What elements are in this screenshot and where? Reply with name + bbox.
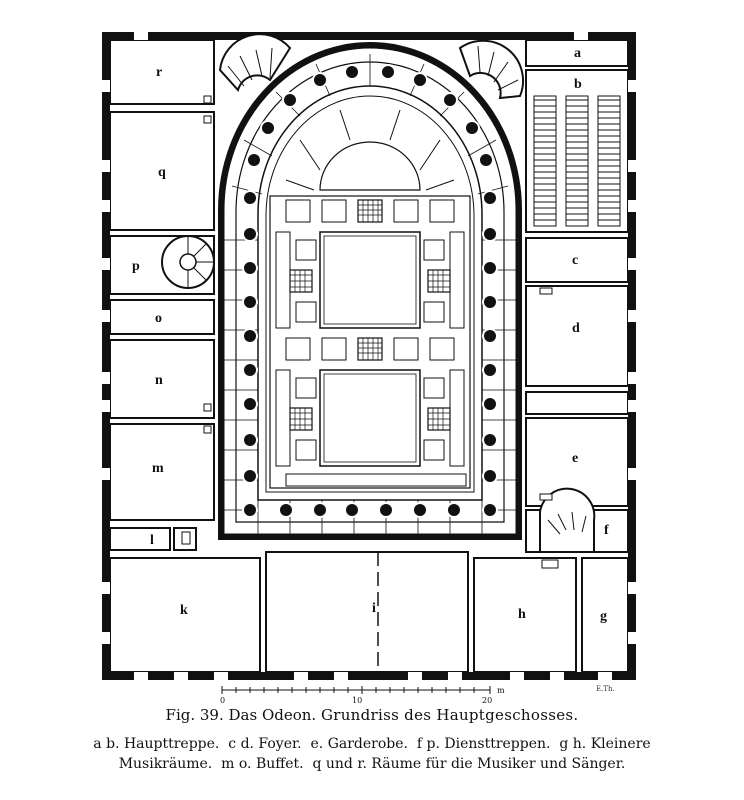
legend-line-2: Musikräume. m o. Buffet. q und r. Räume …	[118, 756, 626, 772]
scale-unit: m	[497, 686, 505, 695]
room-i	[265, 551, 469, 673]
figure-legend: a b. Haupttreppe. c d. Foyer. e. Gardero…	[0, 734, 744, 774]
room-n	[109, 339, 215, 419]
label-d: d	[572, 321, 580, 336]
room-h	[473, 557, 577, 673]
room-r	[109, 39, 215, 105]
room-g	[581, 557, 629, 673]
figure-title: Das Odeon.	[228, 706, 317, 724]
column-ring	[242, 64, 498, 518]
engraver-signature: E.Th.	[596, 685, 615, 693]
figure-subtitle: Grundriss des Hauptgeschosses.	[320, 706, 579, 724]
scale-tick-0: 0	[220, 696, 225, 705]
label-k: k	[180, 603, 188, 618]
legend-line-1: a b. Haupttreppe. c d. Foyer. e. Gardero…	[93, 736, 651, 752]
scale-tick-10: 10	[352, 696, 362, 705]
label-q: q	[158, 165, 166, 180]
room-d	[525, 285, 629, 387]
label-o: o	[155, 311, 162, 326]
label-h: h	[518, 607, 526, 622]
room-k	[109, 557, 261, 673]
scale-tick-20: 20	[482, 696, 492, 705]
right-rooms	[525, 39, 629, 553]
corner-stair-left	[218, 33, 292, 93]
room-a	[525, 39, 629, 67]
label-f: f	[604, 523, 609, 538]
floor-plan: a b c d e f g h i k l m n o p q r 0 10 2…	[102, 32, 636, 705]
room-l	[109, 527, 171, 551]
room-m	[109, 423, 215, 521]
label-g: g	[600, 609, 607, 624]
label-e: e	[572, 451, 578, 466]
figure-number: Fig. 39.	[165, 706, 224, 724]
room-c	[525, 237, 629, 283]
label-n: n	[155, 373, 163, 388]
room-b	[525, 69, 629, 233]
label-p: p	[132, 259, 140, 274]
hall-floor-upper	[319, 231, 421, 329]
label-c: c	[572, 253, 578, 268]
scale-bar	[221, 686, 491, 694]
room-o	[109, 299, 215, 335]
label-b: b	[574, 77, 582, 92]
label-a: a	[574, 46, 581, 61]
label-l: l	[150, 533, 154, 548]
main-stair	[533, 95, 621, 227]
corner-stair-right	[458, 39, 525, 100]
label-i: i	[372, 601, 376, 616]
room-d-corridor	[525, 391, 629, 415]
hall-floor-lower	[319, 369, 421, 467]
figure-caption: Fig. 39. Das Odeon. Grundriss des Hauptg…	[0, 706, 744, 724]
bottom-rooms	[109, 551, 629, 673]
windows	[102, 32, 636, 680]
concert-hall	[218, 42, 522, 540]
label-r: r	[156, 65, 162, 80]
label-m: m	[152, 461, 164, 476]
spiral-stair-p	[161, 235, 215, 289]
